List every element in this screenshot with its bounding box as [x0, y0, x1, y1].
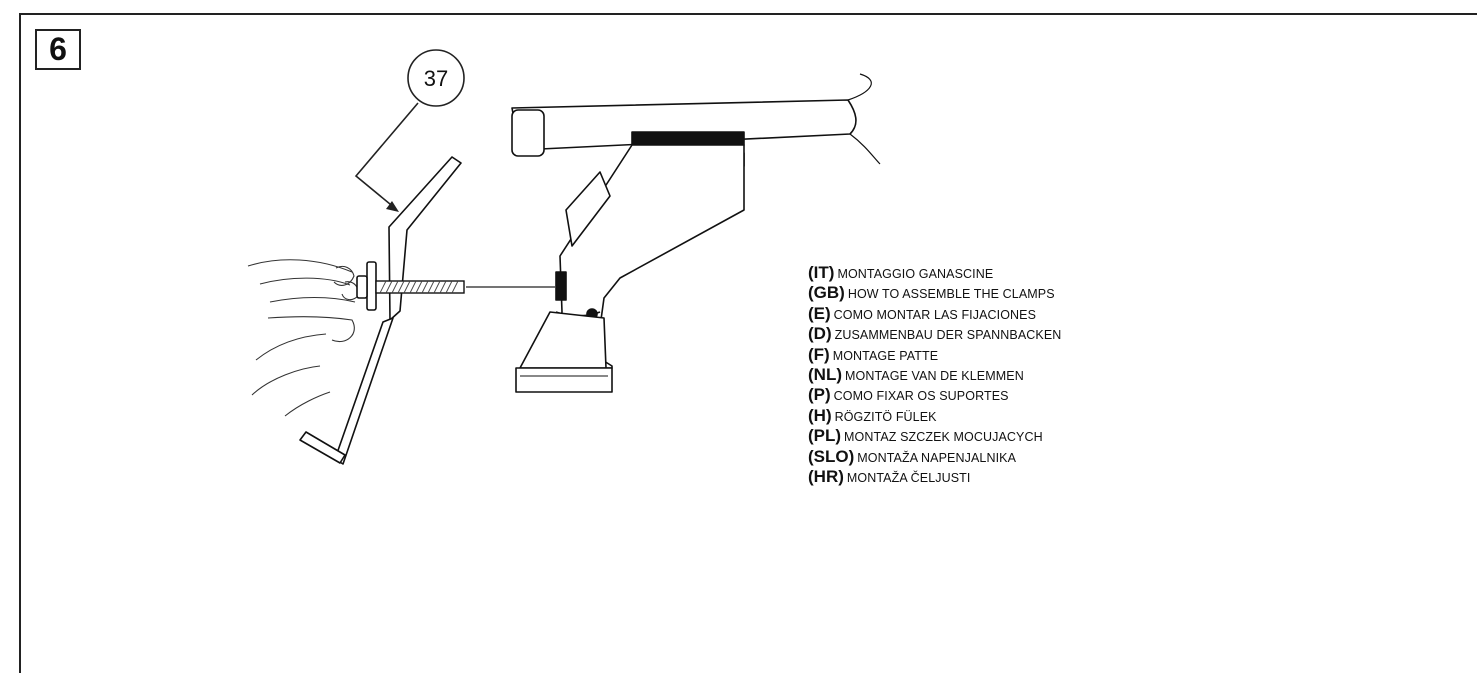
language-code: (H) [808, 405, 832, 425]
roof-bar-foot [511, 73, 881, 393]
language-code: (P) [808, 385, 831, 405]
instruction-text: MONTAŽA NAPENJALNIKA [857, 450, 1017, 465]
language-code: (D) [808, 324, 832, 344]
language-code: (GB) [808, 283, 845, 303]
instruction-text: COMO FIXAR OS SUPORTES [833, 389, 1009, 404]
clamp-bracket [299, 156, 462, 465]
language-legend: (IT)MONTAGGIO GANASCINE(GB)HOW TO ASSEMB… [808, 263, 1228, 487]
instruction-text: RÖGZITÖ FÜLEK [834, 409, 937, 424]
instruction-text: COMO MONTAR LAS FIJACIONES [833, 307, 1037, 322]
legend-row: (GB)HOW TO ASSEMBLE THE CLAMPS [808, 283, 1228, 303]
instruction-text: HOW TO ASSEMBLE THE CLAMPS [847, 287, 1055, 302]
part-callout: 37 [354, 49, 465, 212]
legend-row: (SLO)MONTAŽA NAPENJALNIKA [808, 447, 1228, 467]
instruction-text: MONTAGE VAN DE KLEMMEN [844, 368, 1024, 383]
language-code: (IT) [808, 263, 835, 282]
legend-row: (NL)MONTAGE VAN DE KLEMMEN [808, 365, 1228, 385]
legend-row: (HR)MONTAŽA ČELJUSTI [808, 467, 1228, 487]
instruction-text: MONTAGGIO GANASCINE [837, 267, 994, 281]
language-code: (PL) [808, 426, 842, 446]
instruction-text: MONTAŽA ČELJUSTI [846, 470, 971, 485]
part-number-label: 37 [424, 66, 448, 91]
legend-row: (IT)MONTAGGIO GANASCINE [808, 263, 1228, 283]
language-code: (SLO) [808, 446, 855, 466]
instruction-text: MONTAZ SZCZEK MOCUJACYCH [844, 430, 1043, 445]
legend-row: (H)RÖGZITÖ FÜLEK [808, 406, 1228, 426]
instruction-text: MONTAGE PATTE [832, 348, 939, 363]
legend-row: (P)COMO FIXAR OS SUPORTES [808, 385, 1228, 405]
legend-row: (F)MONTAGE PATTE [808, 345, 1228, 365]
threaded-bolt [375, 280, 555, 294]
language-code: (F) [808, 344, 830, 364]
step-number-box: 6 [35, 29, 81, 70]
instruction-text: ZUSAMMENBAU DER SPANNBACKEN [834, 328, 1062, 343]
hand-drawing [247, 259, 359, 417]
page-frame [19, 13, 1477, 673]
assembly-illustration: 37 [247, 49, 881, 465]
language-code: (NL) [808, 364, 842, 384]
legend-row: (E)COMO MONTAR LAS FIJACIONES [808, 304, 1228, 324]
legend-row: (PL)MONTAZ SZCZEK MOCUJACYCH [808, 426, 1228, 446]
step-number: 6 [49, 31, 67, 67]
legend-row: (D)ZUSAMMENBAU DER SPANNBACKEN [808, 324, 1228, 344]
language-code: (E) [808, 303, 831, 323]
language-code: (HR) [808, 466, 844, 486]
